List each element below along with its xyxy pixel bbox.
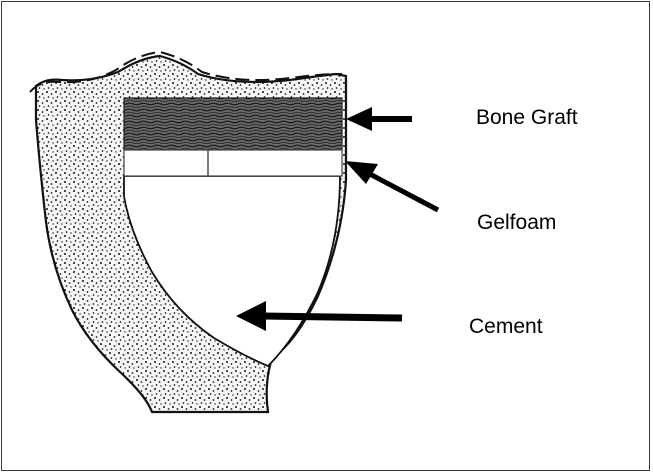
bone-graft-label: Bone Graft: [476, 107, 578, 128]
gelfoam-layer: [124, 150, 342, 176]
gelfoam-arrow: [345, 161, 438, 210]
cement-arrow: [236, 301, 402, 331]
bone-graft-arrow: [346, 107, 412, 131]
bone-graft-layer: [124, 98, 342, 150]
gelfoam-label: Gelfoam: [477, 212, 556, 233]
cement-label: Cement: [469, 316, 543, 337]
